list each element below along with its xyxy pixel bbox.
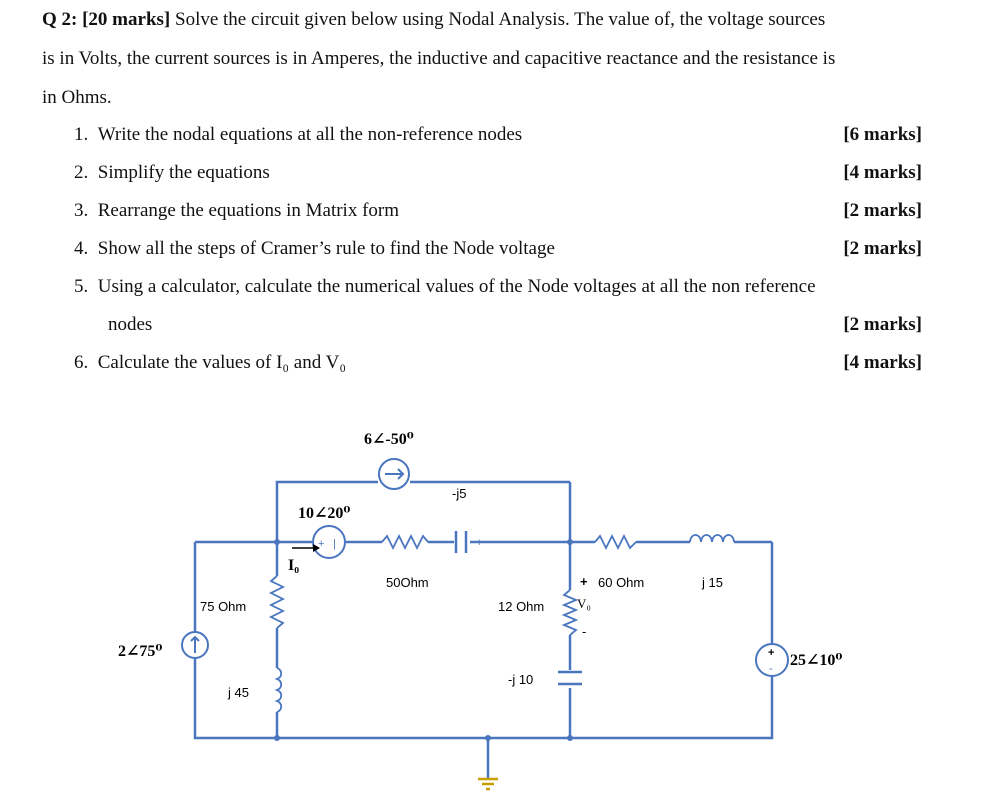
task-number: 4. <box>74 238 89 259</box>
question-label: Q 2: <box>42 9 78 30</box>
task-number: 3. <box>74 200 89 221</box>
capacitor-10-icon <box>558 670 582 686</box>
current-source-left <box>181 631 209 659</box>
task-5-marks: [2 marks] <box>843 314 922 335</box>
task-4-marks: [2 marks] <box>843 238 922 259</box>
task-6-marks: [4 marks] <box>843 352 922 373</box>
task-text: Rearrange the equations in Matrix form <box>97 200 400 221</box>
circuit-wires <box>193 480 774 791</box>
question-line-1: Q 2: [20 marks] Solve the circuit given … <box>42 10 825 29</box>
task-text: Simplify the equations <box>97 162 270 183</box>
vo-label: V₀ <box>577 596 591 611</box>
question-text-3: in Ohms. <box>42 87 112 108</box>
task-1: 1. Write the nodal equations at all the … <box>74 124 522 146</box>
voltage-source-right: + - <box>755 643 789 677</box>
cap-plus-sign: + <box>476 537 482 549</box>
top-cap-label: -j5 <box>452 486 466 501</box>
l15-label: j 15 <box>701 575 723 590</box>
task-6: 6. Calculate the values of I₀ and V₀ <box>74 352 346 374</box>
r50-label: 50Ohm <box>386 575 429 590</box>
left-source-label: 2∠75⁰ <box>118 643 162 660</box>
top-source-label: 6∠-50⁰ <box>364 431 414 448</box>
task-1-marks: [6 marks] <box>843 124 922 145</box>
inductor-15-icon <box>689 534 735 543</box>
question-text-2: is in Volts, the current sources is in A… <box>42 48 836 69</box>
question-text-1: Solve the circuit given below using Noda… <box>175 9 826 30</box>
inductor-45-icon <box>274 667 283 713</box>
r60-label: 60 Ohm <box>598 575 644 590</box>
task-number: 1. <box>74 124 89 145</box>
svg-text:-: - <box>769 663 773 675</box>
circuit-nodes <box>274 539 573 741</box>
task-2-marks: [4 marks] <box>843 162 922 183</box>
mid-source-label: 10∠20⁰ <box>298 505 350 522</box>
task-number: 5. <box>74 276 89 297</box>
task-5-continuation: nodes <box>108 314 153 335</box>
task-number: 2. <box>74 162 89 183</box>
cap10-label: -j 10 <box>508 672 533 687</box>
r12-label: 12 Ohm <box>498 599 544 614</box>
task-2: 2. Simplify the equations <box>74 162 270 184</box>
voltage-source-middle: + | <box>312 525 346 559</box>
capacitor-top-icon <box>454 531 468 553</box>
task-4: 4. Show all the steps of Cramer’s rule t… <box>74 238 555 260</box>
r75-label: 75 Ohm <box>200 599 246 614</box>
right-source-label: 25∠10⁰ <box>790 652 842 669</box>
question-marks: [20 marks] <box>82 9 171 30</box>
svg-text:+: + <box>318 538 324 550</box>
task-text: Using a calculator, calculate the numeri… <box>97 276 816 297</box>
io-arrow <box>292 544 320 552</box>
task-3: 3. Rearrange the equations in Matrix for… <box>74 200 399 222</box>
svg-text:|: | <box>333 538 336 550</box>
task-text: Show all the steps of Cramer’s rule to f… <box>97 238 555 259</box>
task-number: 6. <box>74 352 89 373</box>
task-3-marks: [2 marks] <box>843 200 922 221</box>
task-5: 5. Using a calculator, calculate the num… <box>74 276 816 298</box>
task-text: Write the nodal equations at all the non… <box>97 124 523 145</box>
io-label: I₀ <box>288 557 299 574</box>
resistor-12-icon <box>561 589 579 636</box>
vo-minus: - <box>582 624 586 639</box>
resistor-50-icon <box>381 533 429 551</box>
vo-plus: + <box>580 574 588 589</box>
resistor-75-icon <box>268 575 286 629</box>
current-source-top <box>378 458 410 490</box>
l45-label: j 45 <box>227 685 249 700</box>
svg-text:+: + <box>768 647 774 659</box>
task-text: Calculate the values of I₀ and V₀ <box>97 352 346 373</box>
resistor-60-icon <box>594 533 637 551</box>
